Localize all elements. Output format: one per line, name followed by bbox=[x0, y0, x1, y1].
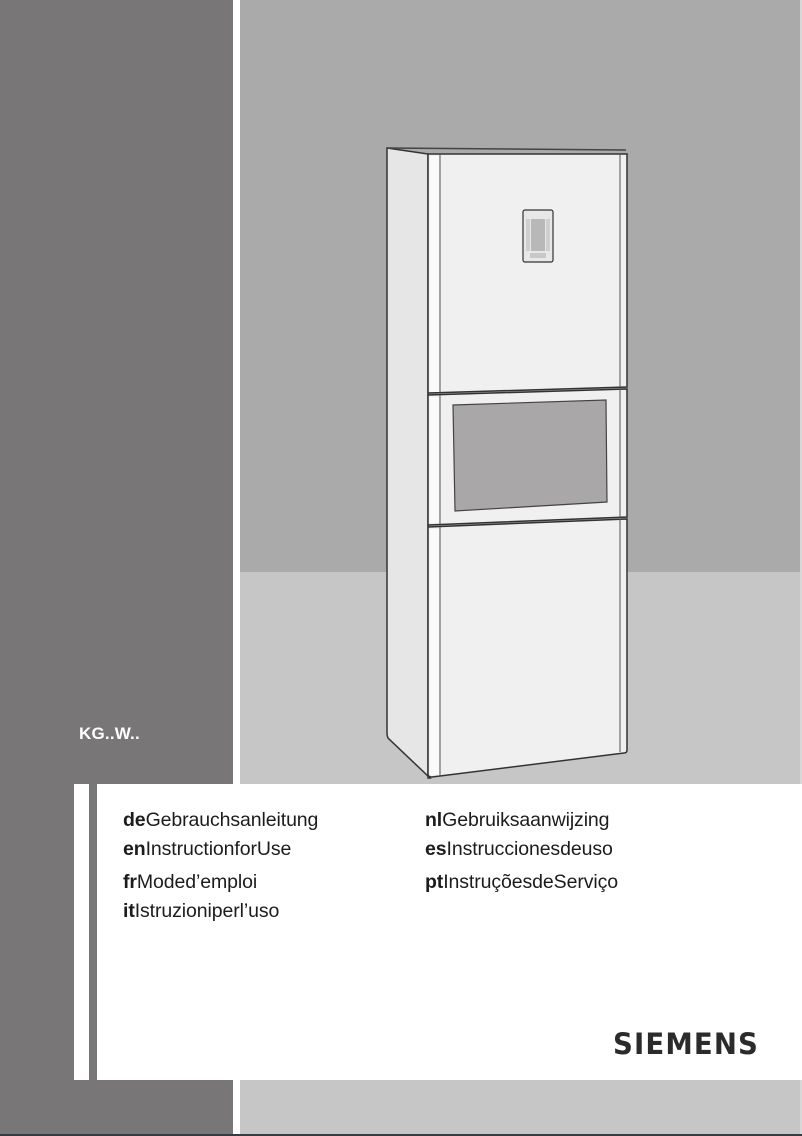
language-item-es: esInstruccionesdeuso bbox=[425, 836, 618, 865]
language-code: nl bbox=[425, 809, 443, 831]
language-title: InstruçõesdeServiço bbox=[443, 871, 618, 893]
language-title: Instruccionesdeuso bbox=[446, 838, 613, 860]
language-item-nl: nlGebruiksaanwijzing bbox=[425, 807, 618, 836]
language-code: it bbox=[123, 900, 135, 922]
language-item-en: enInstructionforUse bbox=[123, 836, 318, 865]
fridge-side-panel bbox=[386, 147, 432, 779]
control-panel-icon bbox=[522, 209, 554, 263]
fridge-bottom-door bbox=[427, 518, 628, 778]
language-title: Moded’emploi bbox=[136, 871, 258, 893]
language-list-left: deGebrauchsanleitung enInstructionforUse… bbox=[123, 807, 318, 927]
language-item-de: deGebrauchsanleitung bbox=[123, 807, 318, 836]
language-item-fr: frModed’emploi bbox=[123, 869, 318, 898]
fridge-illustration bbox=[386, 147, 628, 779]
card-accent-bar bbox=[89, 784, 97, 1080]
language-item-it: itIstruzioniperl’uso bbox=[123, 898, 318, 927]
language-title: Istruzioniperl’uso bbox=[134, 900, 280, 922]
info-card bbox=[74, 784, 802, 1080]
language-code: en bbox=[123, 838, 146, 860]
language-code: pt bbox=[425, 871, 444, 893]
language-code: de bbox=[123, 809, 146, 831]
language-code: es bbox=[425, 838, 447, 860]
fridge-top-door bbox=[427, 153, 628, 394]
model-code: KG..W.. bbox=[79, 724, 140, 743]
language-item-pt: ptInstruçõesdeServiço bbox=[425, 869, 618, 898]
language-title: InstructionforUse bbox=[145, 838, 292, 860]
language-code: fr bbox=[123, 871, 137, 893]
right-edge-border bbox=[800, 0, 802, 1136]
language-title: Gebruiksaanwijzing bbox=[442, 809, 610, 831]
drawer-window bbox=[452, 399, 608, 512]
bottom-border-line bbox=[0, 1134, 802, 1136]
vertical-white-stripe bbox=[233, 0, 240, 1136]
language-title: Gebrauchsanleitung bbox=[145, 809, 319, 831]
language-list-right: nlGebruiksaanwijzing esInstruccionesdeus… bbox=[425, 807, 618, 898]
siemens-logo: SIEMENS bbox=[613, 1027, 760, 1061]
